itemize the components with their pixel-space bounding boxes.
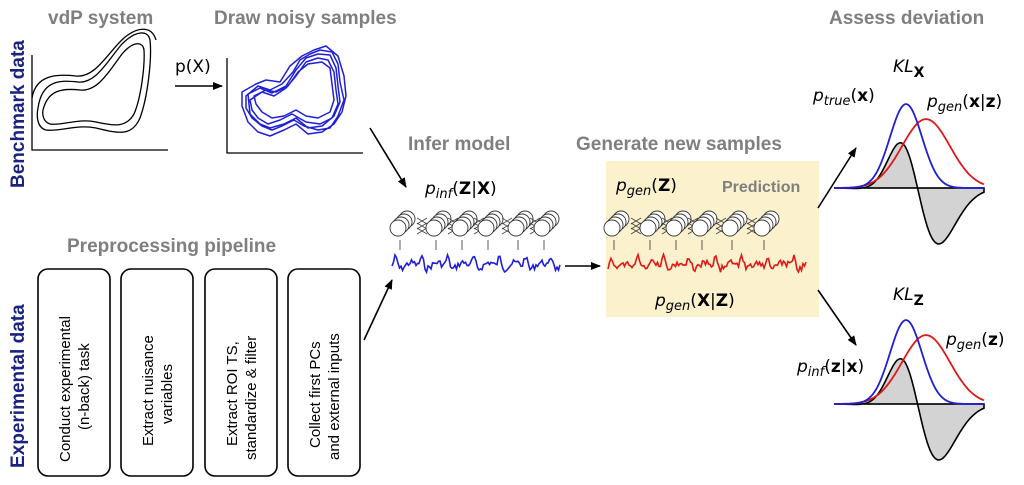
arrow-to-kl-z xyxy=(817,289,857,346)
title-vdp-system: vdP system xyxy=(48,8,153,29)
pipeline-step-1-line-1: Conduct experimental xyxy=(57,316,74,462)
latent-unit xyxy=(639,210,666,250)
label-p-true-x: ptrue(x) xyxy=(812,86,875,109)
title-assess-deviation: Assess deviation xyxy=(829,8,984,29)
latent-unit xyxy=(721,210,748,250)
latent-unit xyxy=(665,210,692,250)
label-p-gen-x-given-z-small: pgen(x|z) xyxy=(926,92,1002,115)
arrow-to-kl-x xyxy=(817,147,857,209)
pipeline-step-2: Extract nuisance variables xyxy=(120,268,194,477)
title-generate-new-samples: Generate new samples xyxy=(576,134,782,155)
vdp-phase-plot xyxy=(31,28,168,151)
label-kl-x: KLX xyxy=(893,57,925,81)
side-label-experimental: Experimental data xyxy=(8,304,29,468)
pipeline-step-1-line-2: (n-back) task xyxy=(76,343,93,430)
latent-unit xyxy=(389,210,416,250)
prediction-label: Prediction xyxy=(722,179,800,196)
pipeline-step-3-line-2: standardize & filter xyxy=(243,336,260,460)
kl-x-density-plot xyxy=(833,103,985,245)
pipeline-step-1: Conduct experimental (n-back) task xyxy=(37,268,111,477)
title-preprocessing-pipeline: Preprocessing pipeline xyxy=(67,236,276,257)
side-label-benchmark: Benchmark data xyxy=(8,40,29,188)
red-timeseries xyxy=(607,251,807,274)
label-kl-z: KLZ xyxy=(893,285,924,309)
noisy-samples-plot xyxy=(226,45,363,154)
label-p-x: p(X) xyxy=(175,57,211,77)
kl-z-density-plot xyxy=(833,319,985,461)
label-p-gen-z: pgen(Z) xyxy=(615,176,677,199)
latent-unit xyxy=(507,210,534,250)
pipeline-step-2-line-2: variables xyxy=(159,364,176,424)
latent-unit xyxy=(753,210,780,250)
latent-unit xyxy=(533,210,560,250)
arrow-pipeline-to-infer xyxy=(363,279,393,341)
generate-highlight-box xyxy=(606,161,819,317)
latent-unit xyxy=(603,210,630,250)
latent-unit xyxy=(477,210,504,250)
pipeline: Conduct experimental (n-back) task Extra… xyxy=(37,268,361,477)
title-infer-model: Infer model xyxy=(408,134,510,155)
label-p-gen-x-given-z: pgen(X|Z) xyxy=(654,291,735,314)
latent-unit xyxy=(425,210,452,250)
inference-network xyxy=(389,210,560,250)
arrow-samples-to-infer xyxy=(369,127,407,188)
label-p-inf-z-given-x-small: pinf(z|x) xyxy=(796,357,864,380)
label-p-gen-z-small: pgen(z) xyxy=(945,330,1004,353)
latent-unit xyxy=(451,210,478,250)
pipeline-step-4-line-2: and external inputs xyxy=(326,333,343,460)
pipeline-step-3: Extract ROI TS, standardize & filter xyxy=(204,268,278,477)
unit-connector xyxy=(630,217,642,235)
blue-timeseries xyxy=(391,252,561,275)
label-p-inf-z-given-x: pinf(Z|X) xyxy=(424,179,497,202)
unit-connector xyxy=(416,217,428,235)
pipeline-step-4-line-1: Collect first PCs xyxy=(307,341,324,448)
title-draw-noisy-samples: Draw noisy samples xyxy=(214,8,397,29)
pipeline-step-2-line-1: Extract nuisance xyxy=(140,335,157,446)
latent-unit xyxy=(691,210,718,250)
generative-network xyxy=(603,210,780,250)
pipeline-step-4: Collect first PCs and external inputs xyxy=(287,268,361,477)
pipeline-step-3-line-1: Extract ROI TS, xyxy=(224,341,241,446)
